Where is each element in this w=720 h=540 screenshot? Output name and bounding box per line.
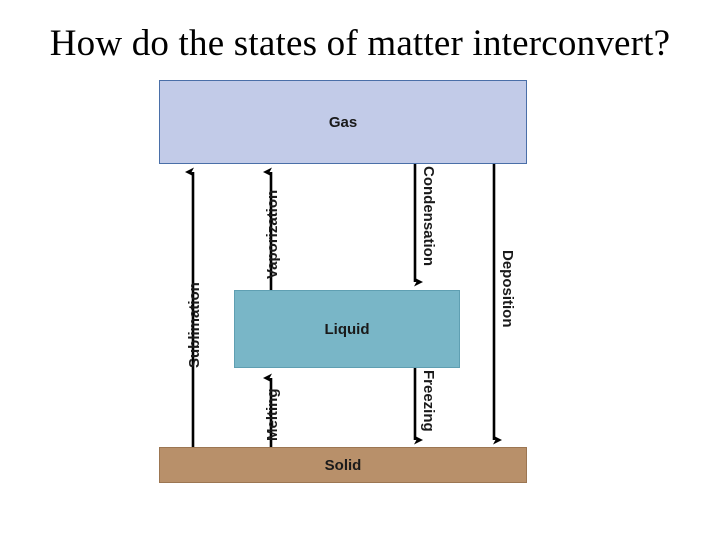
process-label-condensation: Condensation xyxy=(420,166,437,266)
process-label-melting: Melting xyxy=(264,388,281,442)
state-box-gas: Gas xyxy=(159,80,527,164)
page-title: How do the states of matter interconvert… xyxy=(49,23,671,64)
process-label-vaporization: Vaporization xyxy=(264,189,281,279)
state-box-solid: Solid xyxy=(159,447,527,483)
process-label-freezing: Freezing xyxy=(420,370,437,432)
state-label-liquid: Liquid xyxy=(324,320,370,338)
state-box-liquid: Liquid xyxy=(234,290,460,368)
state-label-solid: Solid xyxy=(324,456,362,474)
state-label-gas: Gas xyxy=(328,113,358,131)
process-label-sublimation: Sublimation xyxy=(186,282,203,368)
process-label-deposition: Deposition xyxy=(499,250,516,328)
